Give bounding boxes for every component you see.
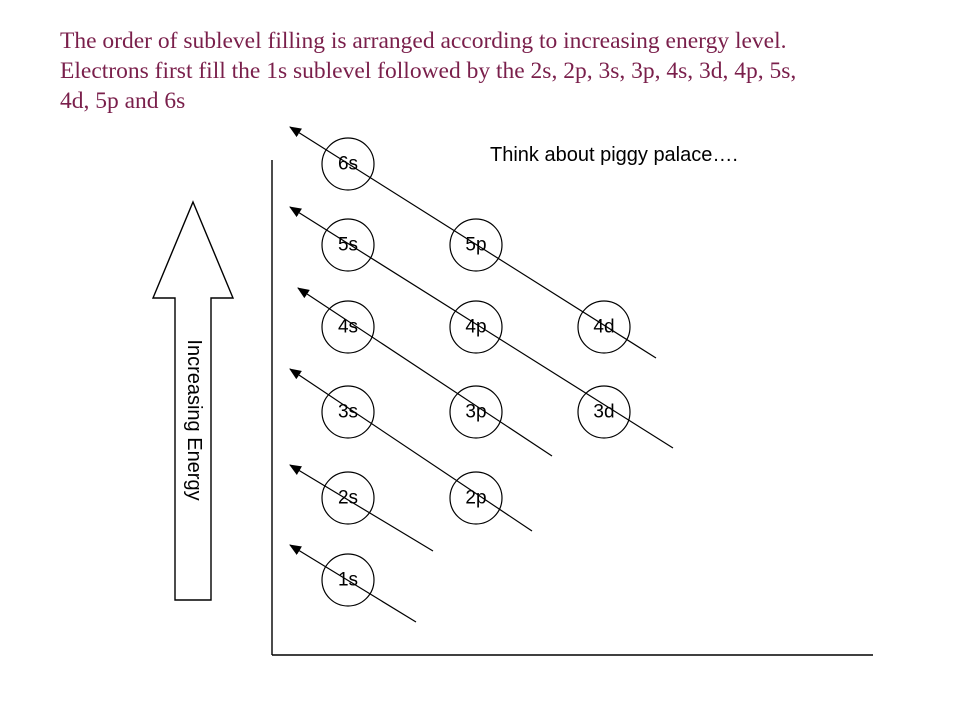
orbital-label: 6s xyxy=(338,154,358,175)
diagonal-arrow-5 xyxy=(289,206,674,449)
orbital-circle xyxy=(321,471,375,525)
orbital-label: 4d xyxy=(593,317,614,338)
orbital-3p: 3p xyxy=(449,385,503,439)
orbital-circle xyxy=(321,137,375,191)
diagonal-arrow-1 xyxy=(289,544,417,623)
piggy-palace-hint: Think about piggy palace…. xyxy=(490,144,738,166)
orbital-label: 3s xyxy=(338,402,358,423)
orbital-circle xyxy=(577,300,631,354)
diagonal-arrow-4 xyxy=(297,287,553,457)
orbital-circle xyxy=(321,218,375,272)
diagonal-arrow-3 xyxy=(289,368,533,532)
heading-line-3: 4d, 5p and 6s xyxy=(60,88,186,114)
orbital-label: 2s xyxy=(338,488,358,509)
orbital-circle xyxy=(449,218,503,272)
orbital-label: 4p xyxy=(465,317,486,338)
orbital-label: 4s xyxy=(338,317,358,338)
filling-arrows xyxy=(289,126,674,623)
orbital-label: 3p xyxy=(465,402,486,423)
orbital-circle xyxy=(449,471,503,525)
orbital-circle xyxy=(449,385,503,439)
orbital-circles: 6s 5s 5p 4s 4p 4d 3s 3p 3d 2s 2p 1s xyxy=(321,137,631,607)
orbital-2p: 2p xyxy=(449,471,503,525)
orbital-5p: 5p xyxy=(449,218,503,272)
orbital-circle xyxy=(321,385,375,439)
heading-line-1: The order of sublevel filling is arrange… xyxy=(60,28,787,54)
orbital-4s: 4s xyxy=(321,300,375,354)
diagonal-arrow-2 xyxy=(289,464,434,552)
increasing-energy-label: Increasing Energy xyxy=(183,339,205,501)
orbital-circle xyxy=(449,300,503,354)
orbital-label: 2p xyxy=(465,488,486,509)
diagonal-arrow-6 xyxy=(289,126,657,359)
increasing-energy-arrow xyxy=(151,200,235,601)
orbital-label: 1s xyxy=(338,570,358,591)
orbital-5s: 5s xyxy=(321,218,375,272)
orbital-label: 5s xyxy=(338,235,358,256)
orbital-label: 5p xyxy=(465,235,486,256)
orbital-6s: 6s xyxy=(321,137,375,191)
orbital-4p: 4p xyxy=(449,300,503,354)
heading-text: The order of sublevel filling is arrange… xyxy=(60,26,940,116)
orbital-3d: 3d xyxy=(577,385,631,439)
orbital-label: 3d xyxy=(593,402,614,423)
orbital-3s: 3s xyxy=(321,385,375,439)
heading-line-2: Electrons first fill the 1s sublevel fol… xyxy=(60,58,797,84)
orbital-1s: 1s xyxy=(321,553,375,607)
orbital-4d: 4d xyxy=(577,300,631,354)
orbital-circle xyxy=(321,300,375,354)
orbital-circle xyxy=(577,385,631,439)
orbital-2s: 2s xyxy=(321,471,375,525)
orbital-circle xyxy=(321,553,375,607)
